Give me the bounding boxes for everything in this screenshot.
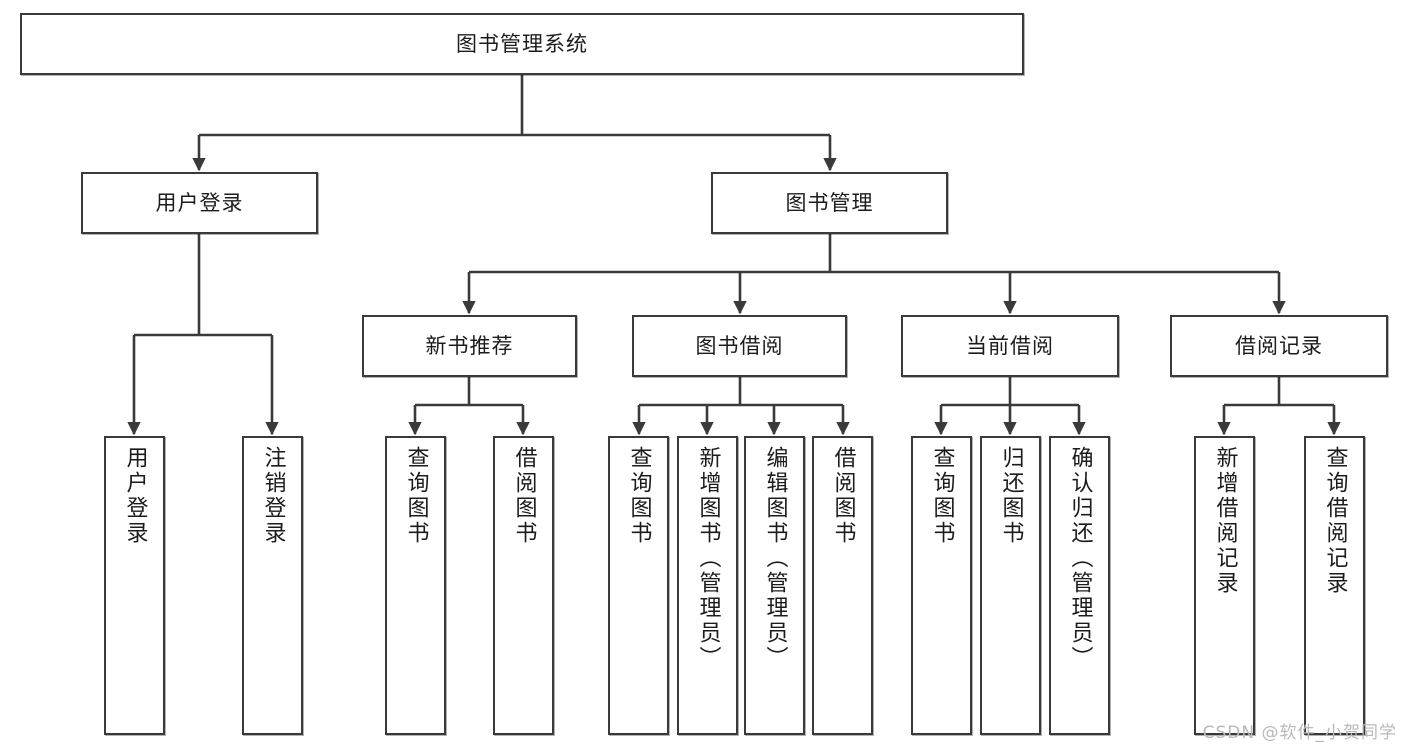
node-leaf-label: 归还图书 bbox=[998, 446, 1024, 546]
watermark-text: CSDN @软件_小贺同学 bbox=[1202, 723, 1397, 743]
node-leaf-current-borrow-confirm-return[interactable]: 确认归还（管理员） bbox=[1049, 436, 1110, 735]
node-book-borrow[interactable]: 图书借阅 bbox=[632, 315, 847, 377]
node-borrow-record-label: 借阅记录 bbox=[1235, 333, 1323, 358]
node-leaf-label: 新增借阅记录 bbox=[1212, 446, 1238, 596]
node-leaf-current-borrow-return[interactable]: 归还图书 bbox=[980, 436, 1041, 735]
node-borrow-record[interactable]: 借阅记录 bbox=[1170, 315, 1388, 377]
node-leaf-label: 查询图书 bbox=[929, 446, 955, 546]
node-leaf-label: 用户登录 bbox=[122, 446, 148, 546]
node-book-management[interactable]: 图书管理 bbox=[711, 172, 948, 234]
node-user-login[interactable]: 用户登录 bbox=[81, 172, 318, 234]
node-leaf-label: 查询图书 bbox=[626, 446, 652, 546]
node-leaf-book-borrow-borrow[interactable]: 借阅图书 bbox=[812, 436, 873, 735]
node-leaf-label: 借阅图书 bbox=[511, 446, 537, 546]
node-leaf-new-book-borrow[interactable]: 借阅图书 bbox=[493, 436, 554, 735]
node-leaf-label: 注销登录 bbox=[260, 446, 286, 546]
node-leaf-book-borrow-query[interactable]: 查询图书 bbox=[608, 436, 669, 735]
node-root-book-management-system[interactable]: 图书管理系统 bbox=[20, 13, 1024, 75]
node-leaf-book-borrow-add[interactable]: 新增图书（管理员） bbox=[677, 436, 738, 735]
node-current-borrow-label: 当前借阅 bbox=[966, 333, 1054, 358]
node-new-book-recommend[interactable]: 新书推荐 bbox=[362, 315, 577, 377]
node-leaf-label: 新增图书（管理员） bbox=[695, 446, 721, 671]
node-leaf-user-login-signout[interactable]: 注销登录 bbox=[242, 436, 303, 735]
node-leaf-user-login-signin[interactable]: 用户登录 bbox=[104, 436, 165, 735]
node-new-book-recommend-label: 新书推荐 bbox=[425, 333, 514, 358]
node-user-login-label: 用户登录 bbox=[155, 190, 244, 215]
node-leaf-label: 编辑图书（管理员） bbox=[762, 446, 788, 671]
node-leaf-label: 查询图书 bbox=[403, 446, 429, 546]
node-leaf-current-borrow-query[interactable]: 查询图书 bbox=[911, 436, 972, 735]
node-root-label: 图书管理系统 bbox=[456, 31, 588, 56]
node-leaf-borrow-record-add[interactable]: 新增借阅记录 bbox=[1194, 436, 1255, 735]
node-leaf-new-book-query[interactable]: 查询图书 bbox=[385, 436, 446, 735]
node-leaf-book-borrow-edit[interactable]: 编辑图书（管理员） bbox=[744, 436, 805, 735]
node-leaf-label: 查询借阅记录 bbox=[1322, 446, 1348, 596]
node-leaf-label: 确认归还（管理员） bbox=[1067, 446, 1093, 671]
node-book-borrow-label: 图书借阅 bbox=[695, 333, 784, 358]
node-book-management-label: 图书管理 bbox=[785, 190, 874, 215]
node-current-borrow[interactable]: 当前借阅 bbox=[901, 315, 1119, 377]
node-leaf-borrow-record-query[interactable]: 查询借阅记录 bbox=[1304, 436, 1365, 735]
node-leaf-label: 借阅图书 bbox=[830, 446, 856, 546]
